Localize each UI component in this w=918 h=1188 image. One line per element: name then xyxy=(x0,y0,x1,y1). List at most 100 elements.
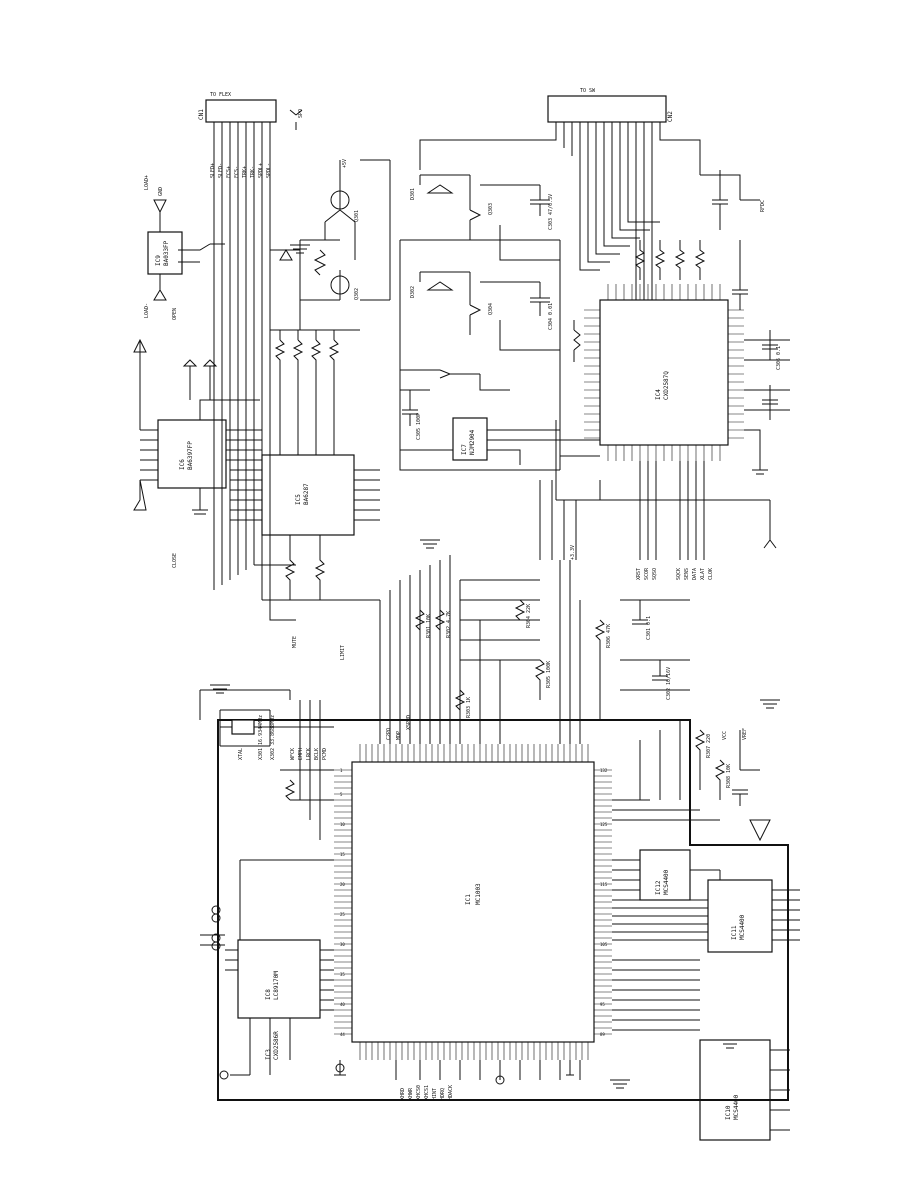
svg-text:30: 30 xyxy=(340,942,345,947)
cn1-text: TO FLEX xyxy=(210,92,231,98)
net-label: LOAD- xyxy=(144,303,150,318)
net-label: SPDL- xyxy=(266,163,272,178)
net-label: TRK- xyxy=(250,166,256,178)
net-label: SQSO xyxy=(652,568,658,580)
component-label: Q302 xyxy=(354,288,360,300)
net-label: WFCK xyxy=(290,748,296,760)
component-label: C303 47/6.3V xyxy=(548,194,554,230)
net-label: MUTE xyxy=(292,636,298,648)
net-label: CLOK xyxy=(708,568,714,580)
net-label: EMPH xyxy=(298,748,304,760)
driver-region xyxy=(133,199,380,600)
component-label: C306 0.1 xyxy=(776,346,782,370)
net-label: OPEN xyxy=(172,308,178,320)
net-label: XHWR xyxy=(408,1087,414,1100)
svg-text:95: 95 xyxy=(600,1002,605,1007)
net-label: SQCK xyxy=(676,568,682,580)
net-label: DATA xyxy=(692,568,698,580)
svg-text:20: 20 xyxy=(340,882,345,887)
component-label: R308 10K xyxy=(726,764,732,788)
ic1-bottom-nets xyxy=(395,1060,581,1085)
component-label: Q304 xyxy=(488,303,494,315)
net-label: TRK+ xyxy=(242,166,248,178)
ic1-ref: IC1 xyxy=(465,894,472,905)
net-label: HDRQ xyxy=(440,1088,446,1100)
net-label: LIMIT xyxy=(340,645,346,660)
component-label: R306 47K xyxy=(606,624,612,648)
ic11-body xyxy=(707,879,773,953)
net-label: FCS+ xyxy=(226,166,232,178)
ic1-top-nets xyxy=(379,480,690,744)
ic8-part: LC89170M xyxy=(273,971,280,1000)
ic8-nets xyxy=(200,905,346,1080)
svg-text:1: 1 xyxy=(340,768,343,773)
ic4-pin-ticks xyxy=(584,284,744,461)
ic10-body xyxy=(699,1039,771,1141)
net-label: +3.3V xyxy=(570,545,576,560)
svg-text:125: 125 xyxy=(600,822,608,827)
ic6-ref: IC6 xyxy=(179,459,186,470)
net-label: +5V xyxy=(342,159,348,168)
net-label: SLED- xyxy=(218,163,224,178)
ic6-part: BA6397FP xyxy=(187,441,194,470)
cn2-bus xyxy=(419,122,760,300)
component-label: R304 22K xyxy=(526,604,532,628)
component-label: Q303 xyxy=(488,203,494,215)
component-label: D301 xyxy=(410,188,416,200)
ic9-ref: IC9 xyxy=(155,255,162,266)
net-label: SENS xyxy=(684,568,690,580)
component-label: C302 10/16V xyxy=(666,667,672,700)
ic3-part: CXD2586R xyxy=(273,1031,280,1060)
component-label: Q301 xyxy=(354,210,360,222)
ic4-part: CXD2587Q xyxy=(663,371,670,400)
ic7-part: NJM2904 xyxy=(469,429,476,455)
component-label: X301 16.9344MHz xyxy=(258,715,264,760)
ic10-part: MCS4400 xyxy=(733,1094,740,1120)
component-label: R307 220 xyxy=(706,734,712,758)
ic9-body xyxy=(147,231,183,275)
net-label: XHRD xyxy=(400,1088,406,1100)
net-label: PCMD xyxy=(322,748,328,760)
ic11-part: MCS4400 xyxy=(739,914,746,940)
net-labels: +5V +3.3V GND RFDC LOAD+ LOAD- SLED+ SLE… xyxy=(144,109,766,1100)
svg-text:15: 15 xyxy=(340,852,345,857)
net-label: MDP xyxy=(396,731,402,740)
net-label: SPDL+ xyxy=(258,163,264,178)
net-label: XTAL xyxy=(238,748,244,760)
ic3-ref: IC3 xyxy=(265,1049,272,1060)
ic1-body xyxy=(351,761,595,1043)
component-label: D302 xyxy=(410,286,416,298)
net-label: GND xyxy=(158,187,164,196)
spindle-transistors xyxy=(270,159,391,330)
digital-section-boundary xyxy=(217,719,789,1101)
ic12-part: MCS4400 xyxy=(663,869,670,895)
ic12-ref: IC12 xyxy=(655,880,662,895)
net-label: BCLK xyxy=(314,748,320,760)
svg-text:35: 35 xyxy=(340,972,345,977)
svg-text:44: 44 xyxy=(340,1032,345,1037)
svg-text:105: 105 xyxy=(600,942,608,947)
component-label: R305 100K xyxy=(546,661,552,688)
cn2-body xyxy=(547,95,667,123)
svg-text:115: 115 xyxy=(600,882,608,887)
cn1-ref: CN1 xyxy=(198,109,205,120)
net-label: XSPRD xyxy=(406,715,412,730)
ic7-ref: IC7 xyxy=(461,444,468,455)
cn2-text: TO SW xyxy=(580,88,596,94)
component-labels: R301 10K R302 4.7K R303 1K R304 22K R305… xyxy=(258,188,782,788)
net-label: CLOSE xyxy=(172,553,178,568)
ic4-body xyxy=(599,299,729,446)
svg-text:89: 89 xyxy=(600,1032,605,1037)
svg-text:25: 25 xyxy=(340,912,345,917)
cn2-ref: CN2 xyxy=(667,111,674,122)
crystal-region xyxy=(199,689,334,940)
ic8-ref: IC8 xyxy=(265,989,272,1000)
net-label: VCC xyxy=(722,731,728,740)
svg-text:10: 10 xyxy=(340,822,345,827)
net-label: FCS- xyxy=(234,166,240,178)
net-label: LOAD+ xyxy=(144,175,150,190)
ic8-body xyxy=(237,939,321,1019)
net-label: XRST xyxy=(636,568,642,580)
